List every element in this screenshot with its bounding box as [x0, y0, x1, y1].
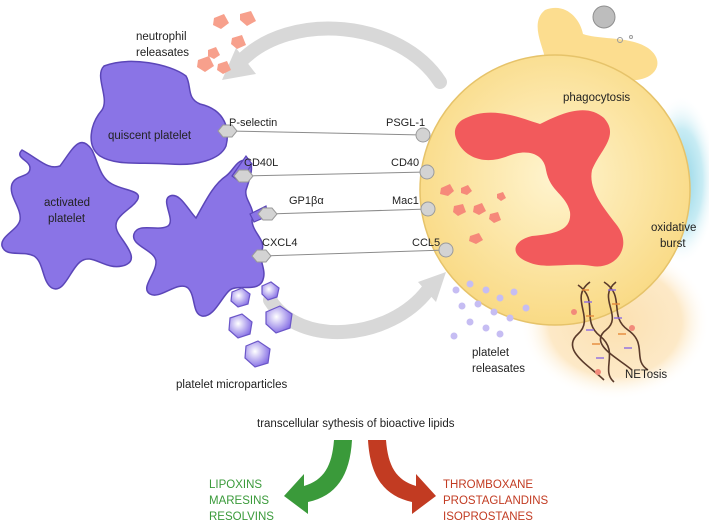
top-arrow-head: [222, 48, 256, 80]
pro-resolving-lipid: MARESINS: [209, 495, 269, 507]
activated-platelet-spiky: [133, 159, 265, 317]
neutrophil-nucleus: [454, 110, 624, 267]
activated-platelet-label: platelet: [48, 213, 86, 225]
pro-inflammatory-lipid: PROSTAGLANDINS: [443, 495, 549, 507]
pro-inflammatory-arrow: [368, 440, 436, 514]
receptor-label-cd40: CD40: [391, 157, 419, 169]
top-curved-arrow: [233, 21, 447, 89]
activated-platelet-shape: [1, 141, 140, 290]
platelet-releasates-label: releasates: [472, 363, 525, 375]
pro-resolving-arrow: [284, 440, 352, 514]
quiescent-platelet-shape: [90, 60, 229, 166]
bottom-arrow-head: [418, 272, 446, 302]
phagocytosed-particle: [617, 37, 623, 43]
activated-platelet-label: activated: [44, 197, 90, 209]
phagocytosis-label: phagocytosis: [563, 92, 630, 104]
pro-inflammatory-lipid: ISOPROSTANES: [443, 511, 533, 523]
ligand-markers: [217, 124, 278, 263]
ligand-label-cxcl4: CXCL4: [262, 237, 297, 249]
oxidative-burst-label: burst: [660, 238, 686, 250]
pro-resolving-lipid: LIPOXINS: [209, 479, 262, 491]
receptor-connections: [227, 130, 447, 257]
pro-resolving-lipid: RESOLVINS: [209, 511, 274, 523]
neutrophil-granules: [440, 184, 506, 244]
oxidative-burst-label: oxidative: [651, 222, 696, 234]
netosis-label: NETosis: [625, 369, 667, 381]
platelet-microparticles-label: platelet microparticles: [176, 379, 287, 391]
net-dna-rungs: [582, 289, 632, 359]
net-granule: [595, 369, 601, 375]
ligand-label-cd40l: CD40L: [244, 157, 278, 169]
bottom-curved-arrow: [263, 283, 435, 340]
neutrophil-cell: [419, 54, 691, 326]
net-granule: [571, 309, 577, 315]
receptor-label-mac1: Mac1: [392, 195, 419, 207]
platelet-releasates: [450, 280, 530, 340]
ligand-label-p-selectin: P-selectin: [229, 117, 277, 129]
neutrophil-releasates-label: releasates: [136, 47, 189, 59]
phagocytosed-particle: [592, 5, 616, 29]
phagocytosed-particle: [629, 35, 633, 39]
net-dna-strands: [571, 281, 649, 383]
net-granule: [629, 325, 635, 331]
neutrophil-releasates: [197, 11, 256, 74]
transcellular-synthesis-title: transcellular sythesis of bioactive lipi…: [257, 418, 455, 430]
quiescent-platelet-label: quiscent platelet: [108, 130, 192, 142]
platelet-microparticles: [228, 281, 293, 368]
neutrophil-releasates-label: neutrophil: [136, 31, 187, 43]
receptor-label-ccl5: CCL5: [412, 237, 440, 249]
pro-inflammatory-lipid: THROMBOXANE: [443, 479, 533, 491]
receptor-label-psgl1: PSGL-1: [386, 117, 425, 129]
receptor-markers: [415, 127, 454, 258]
ligand-label-gp1ba: GP1βα: [289, 195, 324, 207]
platelet-releasates-label: platelet: [472, 347, 510, 359]
